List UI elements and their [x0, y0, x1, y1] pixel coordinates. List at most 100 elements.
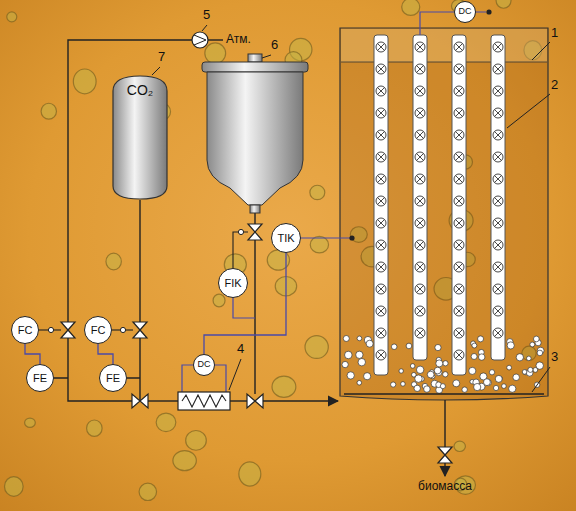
lamp-symbol: [493, 218, 503, 228]
lamp-symbol: [493, 174, 503, 184]
light-tube: [452, 35, 466, 375]
valve-symbol: [247, 394, 263, 408]
instrument-circle: FC: [11, 316, 39, 344]
lamp-symbol: [378, 330, 385, 337]
instrument-circle: FIK: [218, 268, 248, 298]
lamp-symbol: [495, 154, 502, 161]
lamp-symbol: [456, 220, 463, 227]
valves: [61, 224, 452, 463]
lamp-symbol: [415, 42, 425, 52]
gas-bubble: [527, 356, 532, 361]
lamp-symbol: [376, 196, 386, 206]
lamp-symbol: [495, 198, 502, 205]
lamp-symbol: [415, 218, 425, 228]
lamp-symbol: [454, 42, 464, 52]
gas-bubble: [507, 365, 512, 370]
algae-cell: [310, 185, 325, 199]
gas-bubble: [424, 386, 430, 392]
lamp-symbol: [415, 262, 425, 272]
lamp-symbol: [417, 66, 424, 73]
lamp-symbol: [376, 130, 386, 140]
lamp-symbol: [493, 262, 503, 272]
gas-bubble: [453, 380, 460, 387]
lamp-symbol: [454, 328, 464, 338]
lamp-symbol: [376, 350, 386, 360]
lamp-symbol: [376, 174, 386, 184]
instrument-circle: DC: [454, 1, 476, 23]
gas-bubble: [364, 373, 371, 380]
feed-tank: [248, 54, 262, 62]
lamp-symbol: [493, 284, 503, 294]
algae-cell: [139, 483, 156, 500]
lamp-symbol: [454, 130, 464, 140]
compressor-symbol: [194, 35, 206, 45]
algae-cell: [310, 236, 328, 253]
pipes: [54, 40, 445, 476]
actuator-dot: [48, 327, 53, 332]
lamp-symbol: [415, 328, 425, 338]
gas-bubble: [533, 336, 539, 342]
lamp-symbol: [415, 64, 425, 74]
lamp-symbol: [493, 42, 503, 52]
lamp-symbol: [415, 42, 425, 52]
valve-symbol: [248, 224, 262, 240]
lamp-symbol: [456, 66, 463, 73]
instrument-tag: FC: [91, 324, 106, 336]
gas-bubble: [434, 367, 441, 374]
valve-symbol: [438, 447, 452, 463]
lamp-symbol: [376, 218, 386, 228]
algae-cell: [106, 253, 121, 270]
lamp-symbol: [417, 132, 424, 139]
atm-line: [208, 39, 223, 40]
gas-bubble: [440, 384, 445, 389]
algae-cell: [173, 451, 196, 471]
lamp-symbol: [376, 86, 386, 96]
gas-bubble: [343, 335, 349, 341]
heater-coil: [182, 395, 226, 407]
lamp-symbol: [454, 152, 464, 162]
lamp-symbol: [415, 108, 425, 118]
lamp-symbol: [493, 328, 503, 338]
gas-bubble: [356, 351, 363, 358]
stream-label: биомасса: [418, 480, 472, 493]
callout-number: 5: [203, 8, 210, 22]
gas-bubble: [484, 379, 490, 385]
compressor-symbol: [192, 32, 208, 48]
lamp-symbol: [454, 64, 464, 74]
instrument-tag: CO₂: [127, 83, 153, 98]
callout-number: 3: [551, 350, 558, 364]
instrument-tag: FE: [106, 372, 120, 384]
algae-cell: [213, 294, 225, 307]
lamp-symbol: [493, 284, 503, 294]
algae-cell: [156, 413, 176, 432]
actuator-dot: [238, 229, 243, 234]
gas-bubble: [436, 360, 443, 367]
lamp-symbol: [417, 154, 424, 161]
lamp-symbol: [456, 330, 463, 337]
algae-cells: [5, 0, 542, 500]
lamp-symbol: [493, 130, 503, 140]
gas-space: [341, 29, 547, 62]
lamp-symbol: [454, 306, 464, 316]
lamp-symbol: [454, 174, 464, 184]
callout-number: 7: [158, 50, 165, 64]
sparger: [344, 393, 544, 395]
lamp-symbol: [454, 218, 464, 228]
gas-bubble: [537, 350, 543, 356]
callout-number: 1: [551, 26, 558, 40]
lamp-symbol: [495, 66, 502, 73]
actuator-lines: [39, 232, 248, 330]
heater: [178, 392, 230, 410]
algae-cell: [7, 12, 17, 22]
gas-bubble: [483, 379, 490, 386]
gas-bubble: [462, 387, 467, 392]
instrument-tag: FC: [18, 324, 33, 336]
lamp-symbol: [415, 196, 425, 206]
lamp-symbol: [495, 132, 502, 139]
lamp-symbol: [376, 328, 386, 338]
lamp-symbol: [495, 286, 502, 293]
lamp-symbol: [454, 306, 464, 316]
lamp-symbol: [376, 262, 386, 272]
gas-bubble: [391, 344, 397, 350]
